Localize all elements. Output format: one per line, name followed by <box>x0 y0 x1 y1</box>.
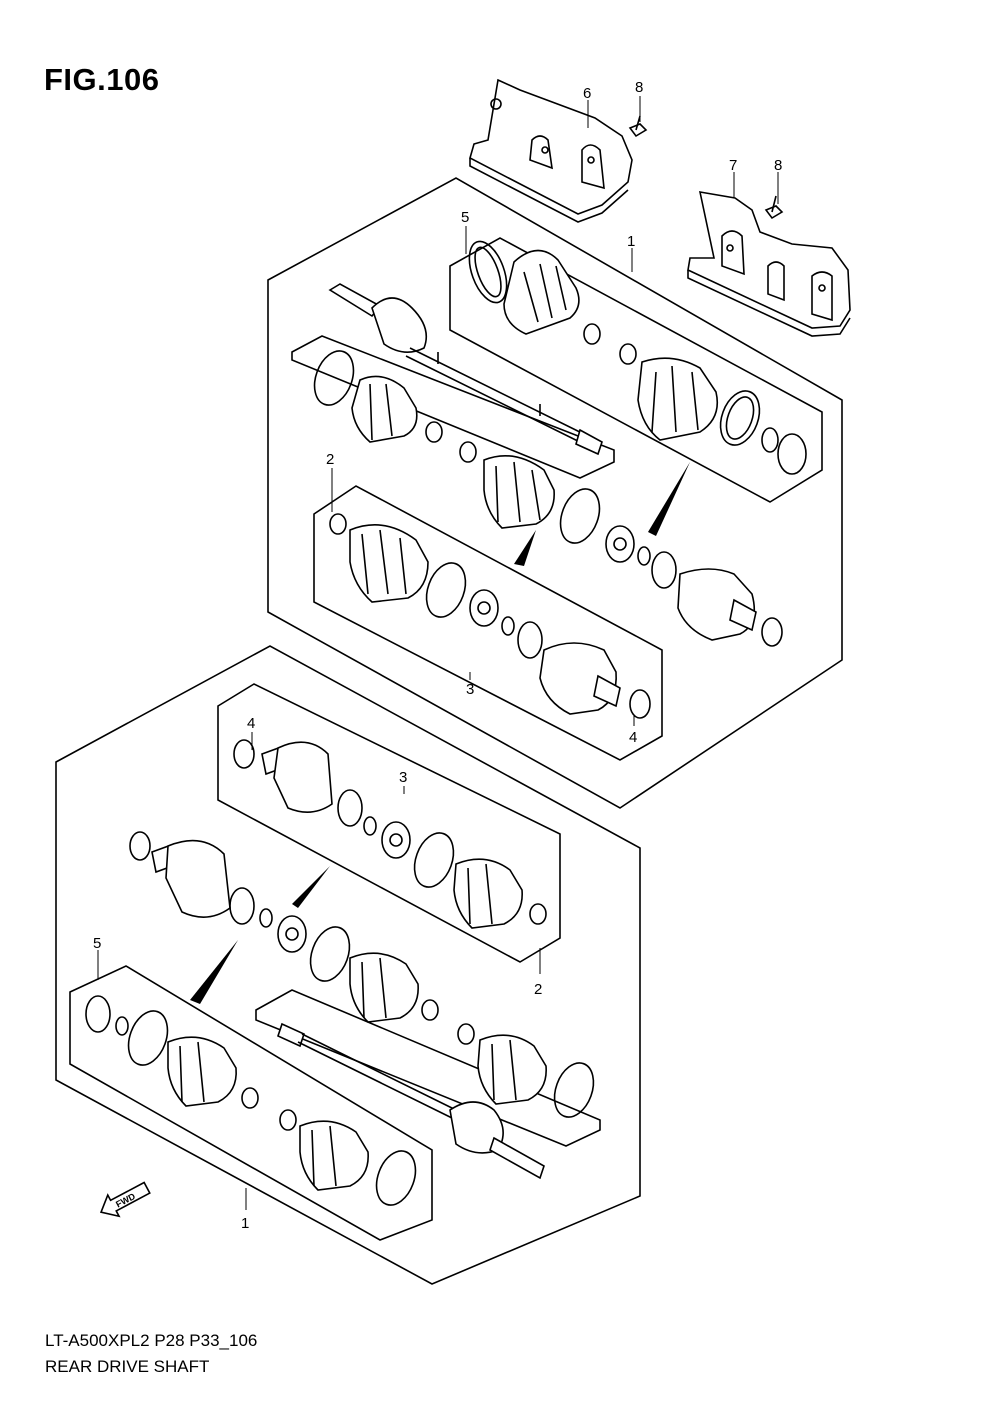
bottom-kit-band-large[interactable] <box>122 1006 175 1071</box>
bottom-kit-small-bands[interactable] <box>241 1087 297 1131</box>
top-boot-band-large-b[interactable] <box>714 386 767 451</box>
top-shaft-band-b[interactable] <box>554 484 607 549</box>
forward-direction-arrow: FWD <box>99 1181 151 1218</box>
top-boot-band-large[interactable] <box>462 236 514 307</box>
rear-guard-right[interactable] <box>687 191 851 337</box>
direction-wedge-c <box>292 866 330 908</box>
callout-2-top: 2 <box>326 451 334 468</box>
top-boot-a[interactable] <box>503 249 580 335</box>
guard-bolt-a[interactable] <box>628 115 648 138</box>
top-circlips-b[interactable] <box>637 546 677 589</box>
top-boot-kit-frame-1 <box>449 237 823 503</box>
callout-7: 7 <box>729 157 737 174</box>
top-joint-circlips[interactable] <box>501 616 543 659</box>
top-circlip[interactable] <box>761 427 807 475</box>
callout-4-bottom: 4 <box>247 715 255 732</box>
diagram-name: REAR DRIVE SHAFT <box>45 1357 210 1376</box>
bottom-kit-boot-b[interactable] <box>299 1120 369 1191</box>
top-joint-band[interactable] <box>329 513 347 535</box>
bottom-joint-cage[interactable] <box>381 821 411 859</box>
top-shaft-boot[interactable] <box>351 375 418 443</box>
direction-wedge-a <box>648 462 690 536</box>
top-joint-band-b[interactable] <box>420 558 473 623</box>
bottom-outer-band[interactable] <box>304 922 357 987</box>
callout-3-bottom: 3 <box>399 769 407 786</box>
top-joint-housing[interactable] <box>539 642 651 719</box>
top-boot-band-small[interactable] <box>583 323 637 365</box>
bottom-kit-boot-a[interactable] <box>167 1036 237 1107</box>
diagram-model-code: LT-A500XPL2 P28 P33_106 <box>45 1331 258 1350</box>
top-shaft-band[interactable] <box>308 346 361 411</box>
bottom-joint-circlip[interactable] <box>233 739 255 769</box>
bottom-assembly-frame <box>55 645 641 1285</box>
bottom-joint-band[interactable] <box>408 828 461 893</box>
direction-wedge-d <box>190 940 238 1004</box>
top-joint-cage[interactable] <box>469 589 499 627</box>
top-cage[interactable] <box>605 525 635 563</box>
bottom-joint-kit-frame-2 <box>217 683 561 963</box>
leader-lines <box>97 96 779 1210</box>
top-boot-kit-frame-shaft <box>291 335 615 479</box>
bottom-outer-cage[interactable] <box>277 915 307 953</box>
direction-wedge-b <box>514 530 536 566</box>
callout-4-top: 4 <box>629 729 637 746</box>
guard-bolt-b[interactable] <box>764 195 784 220</box>
rear-guard-left[interactable] <box>469 78 633 223</box>
bottom-drive-shaft[interactable] <box>277 1022 545 1180</box>
bottom-joint-circlips[interactable] <box>337 789 377 836</box>
callout-1-bottom: 1 <box>241 1215 249 1232</box>
top-boot-b[interactable] <box>637 357 719 441</box>
callout-2-bottom: 2 <box>534 981 542 998</box>
bottom-shaft-band[interactable] <box>457 1023 475 1045</box>
bottom-joint-boot[interactable] <box>453 858 523 929</box>
top-outer-joint[interactable] <box>677 568 783 647</box>
top-drive-shaft[interactable] <box>328 283 603 456</box>
callout-5-bottom: 5 <box>93 935 101 952</box>
callout-1-top: 1 <box>627 233 635 250</box>
bottom-boot-kit-frame-shaft <box>255 989 601 1147</box>
bottom-shaft-band-large[interactable] <box>548 1058 601 1123</box>
bottom-outer-boot[interactable] <box>349 952 419 1023</box>
bottom-shaft-boot[interactable] <box>477 1034 547 1105</box>
top-joint-boot[interactable] <box>349 524 429 603</box>
bottom-outer-circlips[interactable] <box>229 887 273 928</box>
top-joint-kit-frame-2 <box>313 485 663 761</box>
callout-8-b: 8 <box>774 157 782 174</box>
figure-title: FIG.106 <box>44 62 160 97</box>
callout-5-top: 5 <box>461 209 469 226</box>
callout-6: 6 <box>583 85 591 102</box>
top-assembly-frame <box>267 177 843 809</box>
bottom-boot-kit-frame-1 <box>69 965 433 1241</box>
bottom-outer-small-band[interactable] <box>421 999 439 1021</box>
bottom-kit-circlip[interactable] <box>85 995 129 1036</box>
callout-8-a: 8 <box>635 79 643 96</box>
bottom-kit-band-large-b[interactable] <box>370 1146 423 1211</box>
bottom-joint-housing[interactable] <box>261 741 333 813</box>
callout-3-top: 3 <box>466 681 474 698</box>
bottom-outer-joint[interactable] <box>129 831 231 918</box>
top-shaft-small-band[interactable] <box>425 421 477 463</box>
bottom-joint-small-band[interactable] <box>529 903 547 925</box>
top-shaft-boot-b[interactable] <box>483 454 555 529</box>
